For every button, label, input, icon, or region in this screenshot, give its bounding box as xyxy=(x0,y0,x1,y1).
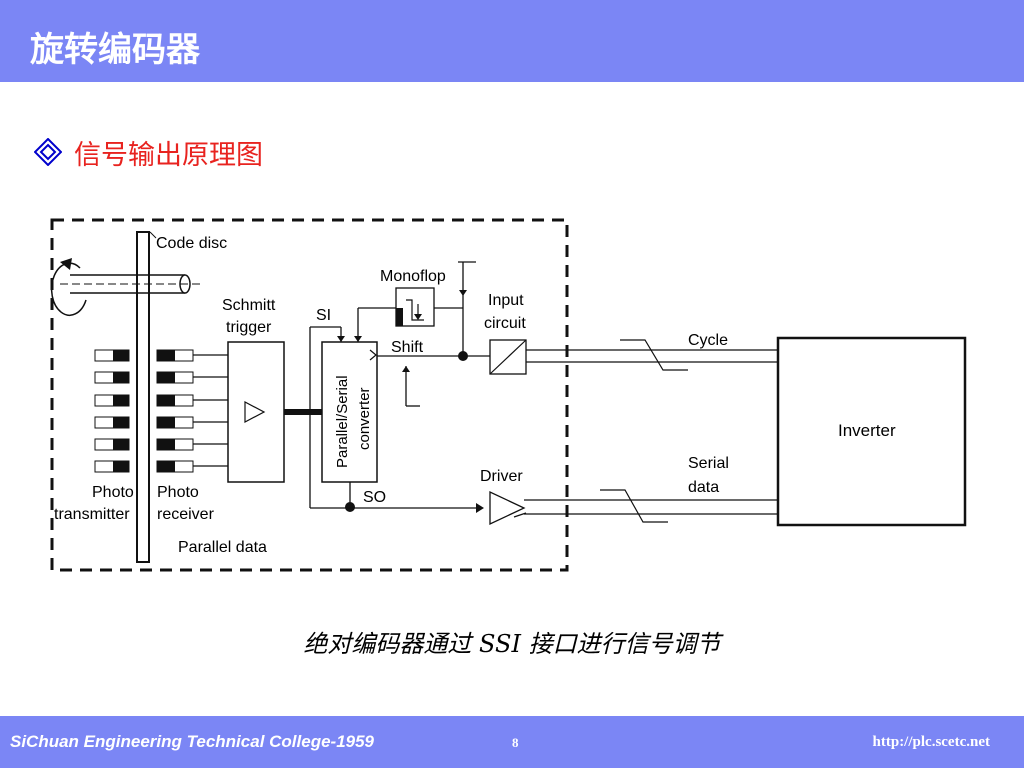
serial-data-label-1: Serial xyxy=(688,455,729,472)
ssi-diagram: Code disc Photo transmitter Photo receiv… xyxy=(50,218,967,572)
converter-label-2: converter xyxy=(356,387,373,450)
monoflop-label: Monoflop xyxy=(380,268,446,285)
shift-label: Shift xyxy=(391,339,424,356)
title-bar: 旋转编码器 xyxy=(0,0,1024,82)
photo-receiver-label-2: receiver xyxy=(157,506,215,523)
photo-receiver-label-1: Photo xyxy=(157,484,199,501)
photo-transmitter-label-1: Photo xyxy=(92,484,134,501)
code-disc-label: Code disc xyxy=(156,235,227,252)
photo-receiver-array xyxy=(156,349,194,473)
so-label: SO xyxy=(363,489,386,506)
serial-data-label-2: data xyxy=(688,479,719,496)
converter-label-1: Parallel/Serial xyxy=(334,375,351,468)
page-number: 8 xyxy=(512,735,519,750)
rotation-arrow-icon xyxy=(50,262,87,316)
diamond-bullet-icon xyxy=(34,138,62,166)
parallel-data-lines xyxy=(193,354,228,467)
cycle-label: Cycle xyxy=(688,332,728,349)
input-circuit-label-1: Input xyxy=(488,292,524,309)
parallel-data-label: Parallel data xyxy=(178,539,267,556)
schmitt-symbol-icon xyxy=(244,401,266,423)
bullet-text: 信号输出原理图 xyxy=(74,139,263,171)
photo-transmitter-array xyxy=(94,349,130,473)
driver-symbol-icon xyxy=(489,490,526,526)
footer-url-link[interactable]: http://plc.scetc.net xyxy=(872,734,990,750)
schmitt-label-1: Schmitt xyxy=(222,297,276,314)
footer-college: SiChuan Engineering Technical College-19… xyxy=(10,732,375,751)
inverter-label: Inverter xyxy=(838,421,896,440)
inverter-box xyxy=(776,336,967,527)
encoder-boundary xyxy=(50,218,569,572)
schmitt-trigger-box xyxy=(227,341,285,483)
slide-title: 旋转编码器 xyxy=(30,30,200,70)
shaft xyxy=(70,274,185,294)
si-label: SI xyxy=(316,307,331,324)
caption: 绝对编码器通过 SSI 接口进行信号调节 xyxy=(303,630,721,658)
input-circuit-label-2: circuit xyxy=(484,315,526,332)
code-disc xyxy=(136,231,150,563)
schmitt-label-2: trigger xyxy=(226,319,272,336)
bullet-row: 信号输出原理图 xyxy=(34,132,263,172)
driver-label: Driver xyxy=(480,468,523,485)
footer-bar: SiChuan Engineering Technical College-19… xyxy=(0,716,1024,768)
photo-transmitter-label-2: transmitter xyxy=(54,506,130,523)
